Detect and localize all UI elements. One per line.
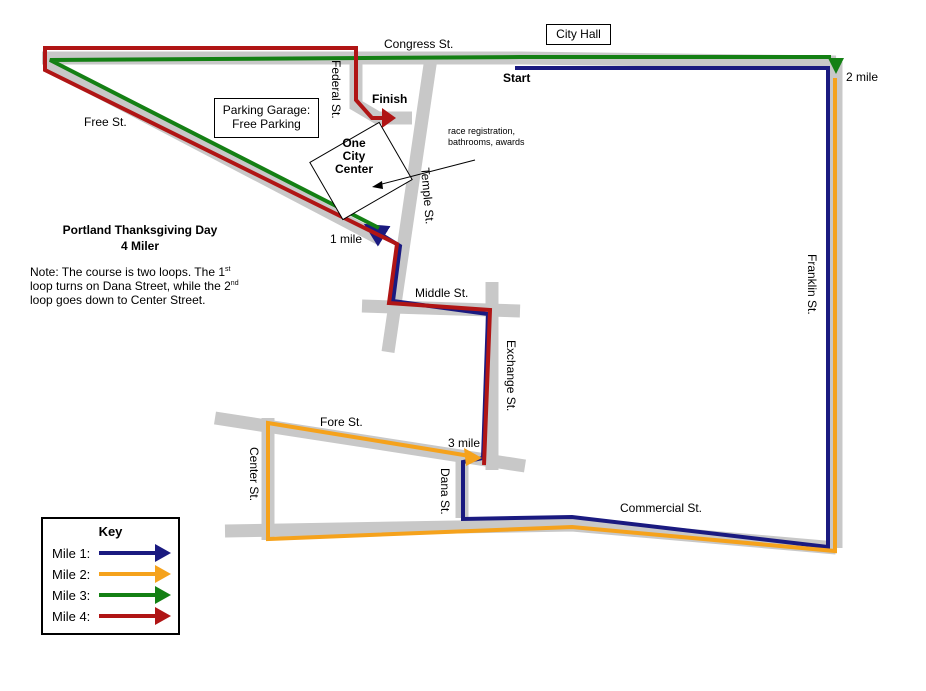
one-city-center-building (309, 121, 413, 221)
one-city-center-line1: One (342, 136, 366, 150)
route-mile4 (43, 46, 493, 466)
parking-garage-line2: Free Parking (232, 117, 301, 131)
legend-title: Key (98, 524, 123, 539)
parking-garage-line1: Parking Garage: (222, 103, 311, 117)
map-title-line2: 4 Miler (120, 239, 159, 253)
legend-item-mile3: Mile 3: (52, 588, 90, 603)
legend-label-mile3: Mile 3: (52, 588, 91, 603)
route-mile1 (363, 66, 830, 550)
note-sup2: nd (230, 280, 239, 287)
one-city-center-line2: City (343, 149, 366, 163)
label-exchange-street: Exchange St. (504, 340, 518, 411)
legend-label-mile4: Mile 4: (52, 609, 91, 624)
city-hall-label: City Hall (546, 24, 611, 45)
note-text-a: Note: The course is two loops. The 1 (30, 265, 225, 279)
label-dana-street: Dana St. (438, 468, 452, 515)
legend-item-mile2: Mile 2: (52, 567, 90, 582)
label-commercial-street: Commercial St. (620, 501, 702, 515)
legend-arrow-mile2-icon (99, 565, 171, 583)
legend-arrow-mile4-icon (99, 607, 171, 625)
legend-key: Key Mile 1: Mile 2: Mile 3: Mile 4: (41, 517, 180, 635)
marker-finish: Finish (372, 92, 407, 106)
race-registration-line1: race registration, (448, 126, 515, 136)
legend-arrow-mile1-icon (99, 544, 171, 562)
map-title-line1: Portland Thanksgiving Day (62, 223, 218, 237)
one-city-center-line3: Center (335, 162, 373, 176)
route-mile2 (266, 78, 837, 554)
marker-2-mile: 2 mile (846, 70, 878, 84)
course-note: Note: The course is two loops. The 1st l… (30, 265, 250, 307)
label-temple-street: Temple St. (418, 167, 437, 225)
legend-item-mile4: Mile 4: (52, 609, 90, 624)
route-mile3 (49, 55, 844, 230)
label-middle-street: Middle St. (415, 286, 468, 300)
note-sup1: st (225, 266, 231, 273)
label-federal-street: Federal St. (329, 60, 343, 119)
label-center-street: Center St. (247, 447, 261, 501)
city-hall-text: City Hall (556, 27, 601, 41)
note-text-c: loop goes down to Center Street. (30, 293, 206, 307)
parking-garage-label: Parking Garage: Free Parking (214, 98, 319, 138)
label-congress-street: Congress St. (384, 37, 453, 51)
note-text-b: loop turns on Dana Street, while the 2 (30, 279, 231, 293)
race-registration-line2: bathrooms, awards (448, 137, 525, 147)
race-registration-pointer (377, 159, 476, 186)
marker-1-mile: 1 mile (330, 232, 362, 246)
label-fore-street: Fore St. (320, 415, 363, 429)
marker-3-mile: 3 mile (448, 436, 480, 450)
marker-start: Start (503, 71, 530, 85)
legend-arrows (99, 544, 171, 625)
legend-arrow-mile3-icon (99, 586, 171, 604)
label-free-street: Free St. (84, 115, 127, 129)
map-title: Portland Thanksgiving Day 4 Miler (30, 222, 250, 254)
legend-label-mile2: Mile 2: (52, 567, 91, 582)
race-registration-arrowhead (372, 181, 383, 189)
legend-item-mile1: Mile 1: (52, 546, 90, 561)
legend-label-mile1: Mile 1: (52, 546, 91, 561)
label-franklin-street: Franklin St. (805, 254, 819, 315)
